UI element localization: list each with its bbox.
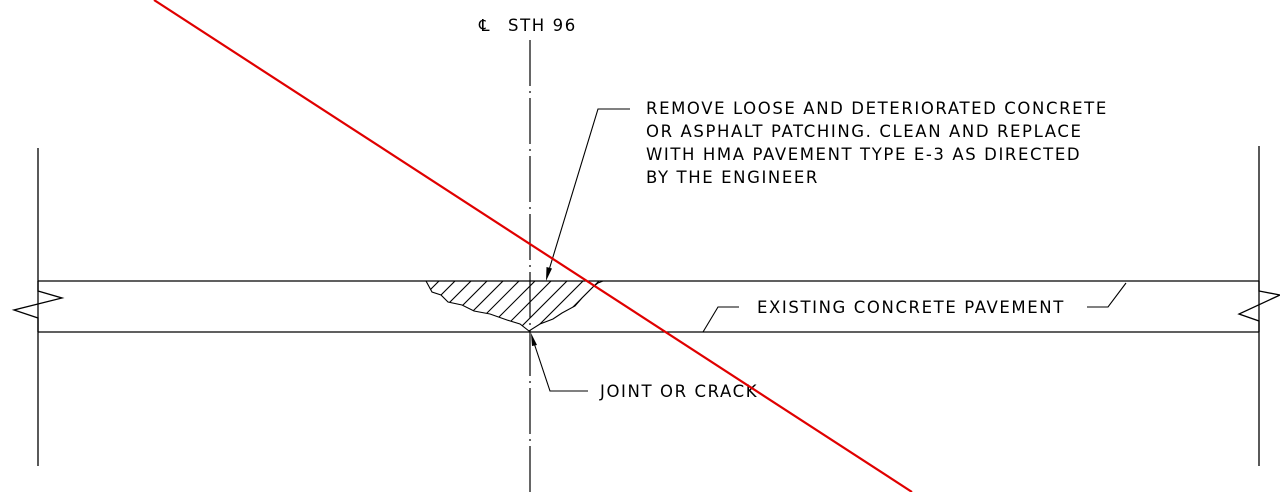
patch-note-line: OR ASPHALT PATCHING. CLEAN AND REPLACE [646,122,1083,141]
centerline-symbol: ℄ [478,16,491,35]
patch-note-line: BY THE ENGINEER [646,168,819,187]
patch-note-line: REMOVE LOOSE AND DETERIORATED CONCRETE [646,99,1108,118]
centerline-label: STH 96 [508,16,577,35]
right-break-symbol [1237,281,1280,332]
pavement-leader [702,282,1127,333]
red-strike-line [153,0,913,492]
patch-note-line: WITH HMA PAVEMENT TYPE E-3 AS DIRECTED [646,145,1081,164]
joint-leader [531,333,588,392]
joint-label: JOINT OR CRACK [599,382,758,401]
left-break-symbol [11,281,65,332]
hma-patch-area [425,280,604,332]
pavement-label: EXISTING CONCRETE PAVEMENT [757,298,1065,317]
patch-note: REMOVE LOOSE AND DETERIORATED CONCRETE O… [646,99,1108,187]
patch-note-leader [546,108,630,281]
